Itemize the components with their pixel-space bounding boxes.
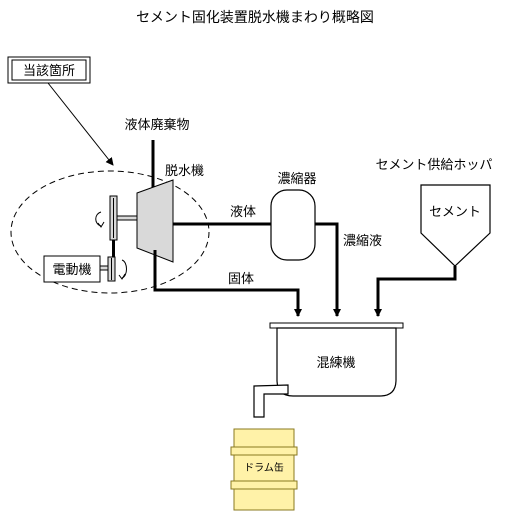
callout-arrow [47, 82, 114, 166]
concentrate-pipe [315, 222, 341, 317]
motor: 電動機 [43, 255, 127, 283]
solid-pipe [153, 250, 302, 317]
drum-label: ドラム缶 [244, 461, 284, 474]
liquid-waste-label: 液体廃棄物 [124, 117, 189, 133]
cement-hopper [420, 184, 491, 267]
location-callout: 当該箇所 [7, 56, 114, 166]
dehydrator-label: 脱水機 [165, 164, 204, 179]
dehydrator [95, 179, 174, 268]
location-label: 当該箇所 [23, 63, 75, 79]
concentrator-label: 濃縮器 [277, 171, 316, 187]
motor-label: 電動機 [52, 263, 91, 278]
mixer-label: 混練機 [316, 356, 355, 371]
solid-label: 固体 [228, 272, 254, 287]
cement-label: セメント [429, 205, 481, 220]
mixer: 混練機 [253, 322, 404, 418]
highlight-ellipse [10, 170, 210, 294]
concentrate-label: 濃縮液 [343, 233, 382, 249]
cement-pipe [374, 266, 457, 317]
concentrator [270, 189, 316, 261]
liquid-label: 液体 [230, 205, 256, 220]
diagram-title: セメント固化装置脱水機まわり概略図 [136, 10, 374, 26]
cement-hopper-label: セメント供給ホッパ [376, 158, 493, 173]
drum: ドラム缶 [230, 428, 298, 511]
